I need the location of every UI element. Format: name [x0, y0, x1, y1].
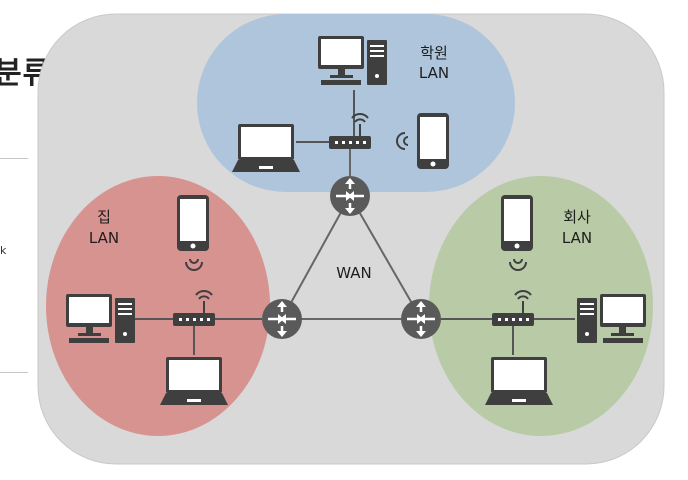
right-router-icon	[399, 297, 443, 341]
home-lan-type: LAN	[89, 229, 119, 247]
company-laptop-icon	[485, 357, 553, 405]
company-smartphone-icon	[501, 195, 533, 251]
side-text-fragment: k	[0, 244, 7, 257]
wan-links	[281, 148, 422, 320]
divider-top	[0, 158, 28, 159]
company-lan-name: 회사	[563, 208, 591, 226]
top-router-icon	[328, 174, 372, 218]
academy-smartphone-icon	[417, 113, 449, 169]
divider-bottom	[0, 372, 28, 373]
academy-lan-type: LAN	[419, 64, 449, 82]
left-router-icon	[260, 297, 304, 341]
lan-links	[130, 90, 575, 355]
home-lan-name: 집	[97, 208, 111, 226]
wan-label: WAN	[336, 264, 372, 282]
academy-lan-name: 학원	[420, 44, 448, 62]
company-lan-region	[429, 176, 653, 436]
home-smartphone-icon	[177, 195, 209, 251]
company-lan-type: LAN	[562, 229, 592, 247]
home-laptop-icon	[160, 357, 228, 405]
academy-laptop-icon	[232, 124, 300, 172]
